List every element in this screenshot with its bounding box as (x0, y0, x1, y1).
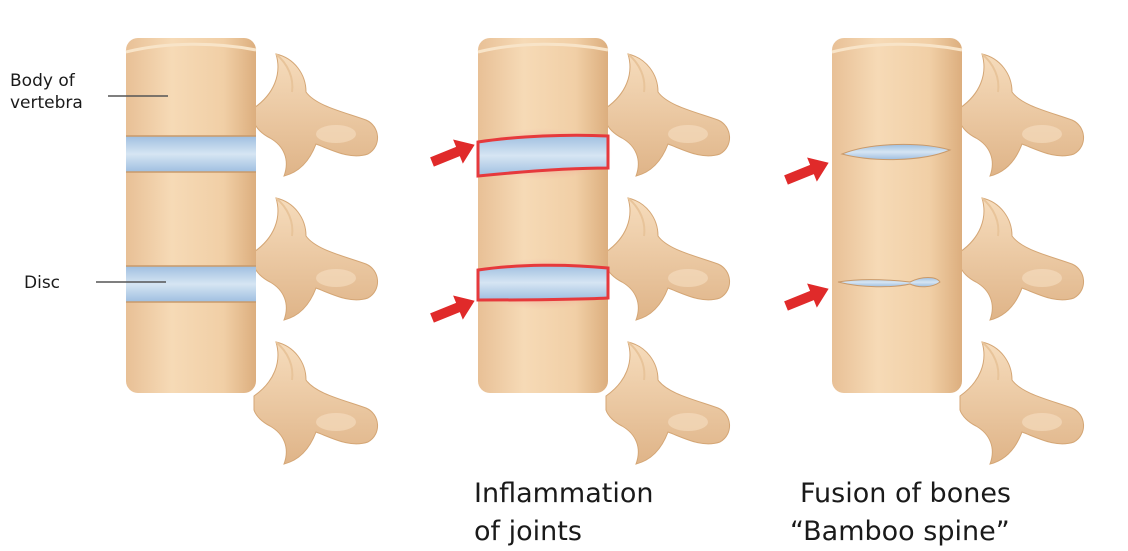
inflamed-disc-lower (478, 265, 608, 300)
disc-lower (126, 266, 256, 302)
caption-inflammation-1: Inflammation (474, 478, 654, 509)
fused-spine (832, 38, 1084, 464)
caption-fusion-2: “Bamboo spine” (790, 516, 1010, 547)
arrow-fusion-upper (781, 151, 833, 192)
label-body-of-vertebra-1: Body of (10, 71, 76, 91)
caption-inflammation-2: of joints (474, 516, 582, 547)
label-disc: Disc (24, 273, 60, 293)
disc-upper (126, 136, 256, 172)
arrow-fusion-lower (781, 277, 833, 318)
arrow-inflammation-upper (427, 133, 479, 174)
caption-fusion-1: Fusion of bones (800, 478, 1011, 509)
inflamed-spine (474, 38, 730, 464)
arrow-inflammation-lower (427, 289, 479, 330)
normal-spine (126, 38, 378, 464)
label-body-of-vertebra-2: vertebra (10, 93, 83, 113)
